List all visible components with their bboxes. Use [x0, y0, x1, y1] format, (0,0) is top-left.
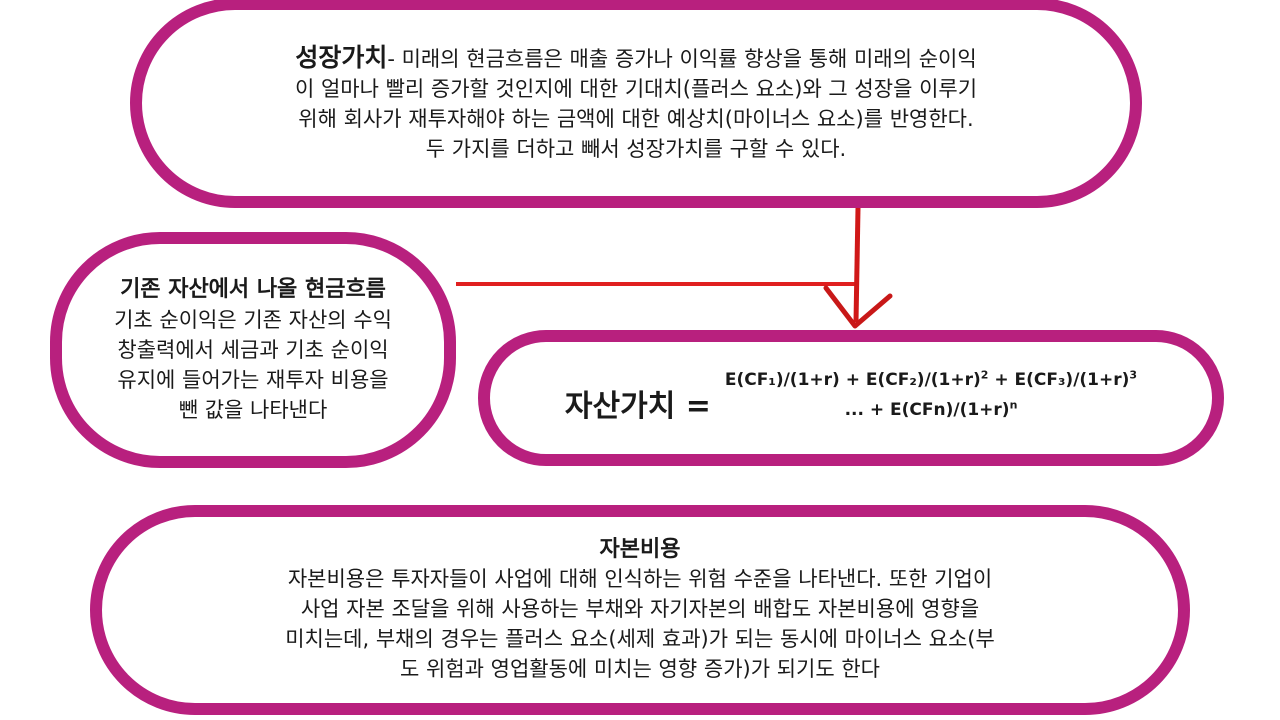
capital-line3: 미치는데, 부채의 경우는 플러스 요소(세제 효과)가 되는 동시에 마이너스… — [285, 627, 995, 651]
growth-text-line3: 위해 회사가 재투자해야 하는 금액에 대한 예상치(마이너스 요소)를 반영한… — [298, 106, 974, 131]
formula-line1: E(CF₁)/(1+r) + E(CF₂)/(1+r)2 + E(CF₃)/(1… — [725, 365, 1137, 395]
asset-value-formula: E(CF₁)/(1+r) + E(CF₂)/(1+r)2 + E(CF₃)/(1… — [725, 365, 1137, 425]
existing-line4: 뺀 값을 나타낸다 — [178, 398, 328, 422]
growth-text-line4: 두 가지를 더하고 빼서 성장가치를 구할 수 있다. — [425, 136, 847, 161]
formula-term-3: + E(CF₃)/(1+r) — [988, 370, 1130, 390]
growth-text-line2: 이 얼마나 빨리 증가할 것인지에 대한 기대치(플러스 요소)와 그 성장을 … — [294, 76, 978, 101]
growth-heading: 성장가치 — [295, 42, 388, 72]
existing-assets-box: 기존 자산에서 나올 현금흐름 기초 순이익은 기존 자산의 수익 창출력에서 … — [50, 232, 456, 468]
arrow-head-icon — [823, 285, 893, 329]
capital-title: 자본비용 — [599, 537, 681, 562]
capital-line2: 사업 자본 조달을 위해 사용하는 부채와 자기자본의 배합도 자본비용에 영향… — [300, 597, 980, 621]
formula-term-n: ... + E(CFn)/(1+r) — [844, 400, 1010, 420]
growth-text-line1: - 미래의 현금흐름은 매출 증가나 이익률 향상을 통해 미래의 순이익 — [387, 46, 977, 71]
growth-text: 성장가치- 미래의 현금흐름은 매출 증가나 이익률 향상을 통해 미래의 순이… — [295, 43, 977, 164]
formula-exp-2: 2 — [980, 368, 989, 382]
capital-line4: 도 위험과 영업활동에 미치는 영향 증가)가 되기도 한다 — [400, 657, 880, 681]
formula-exp-3: 3 — [1129, 368, 1138, 382]
existing-line2: 창출력에서 세금과 기초 순이익 — [117, 338, 389, 362]
formula-line2: ... + E(CFn)/(1+r)n — [845, 395, 1018, 425]
formula-exp-n: n — [1009, 398, 1018, 412]
growth-value-box: 성장가치- 미래의 현금흐름은 매출 증가나 이익률 향상을 통해 미래의 순이… — [130, 0, 1142, 208]
cost-of-capital-box: 자본비용 자본비용은 투자자들이 사업에 대해 인식하는 위험 수준을 나타낸다… — [90, 505, 1190, 715]
formula-term-1-2: E(CF₁)/(1+r) + E(CF₂)/(1+r) — [724, 370, 981, 390]
existing-line3: 유지에 들어가는 재투자 비용을 — [117, 368, 389, 392]
asset-value-label: 자산가치 = — [564, 389, 711, 424]
capital-line1: 자본비용은 투자자들이 사업에 대해 인식하는 위험 수준을 나타낸다. 또한 … — [287, 567, 993, 591]
asset-value-box: 자산가치 = E(CF₁)/(1+r) + E(CF₂)/(1+r)2 + E(… — [478, 330, 1224, 466]
vertical-connector-line — [853, 207, 861, 323]
existing-title: 기존 자산에서 나올 현금흐름 — [120, 277, 386, 302]
existing-line1: 기초 순이익은 기존 자산의 수익 — [114, 308, 392, 332]
